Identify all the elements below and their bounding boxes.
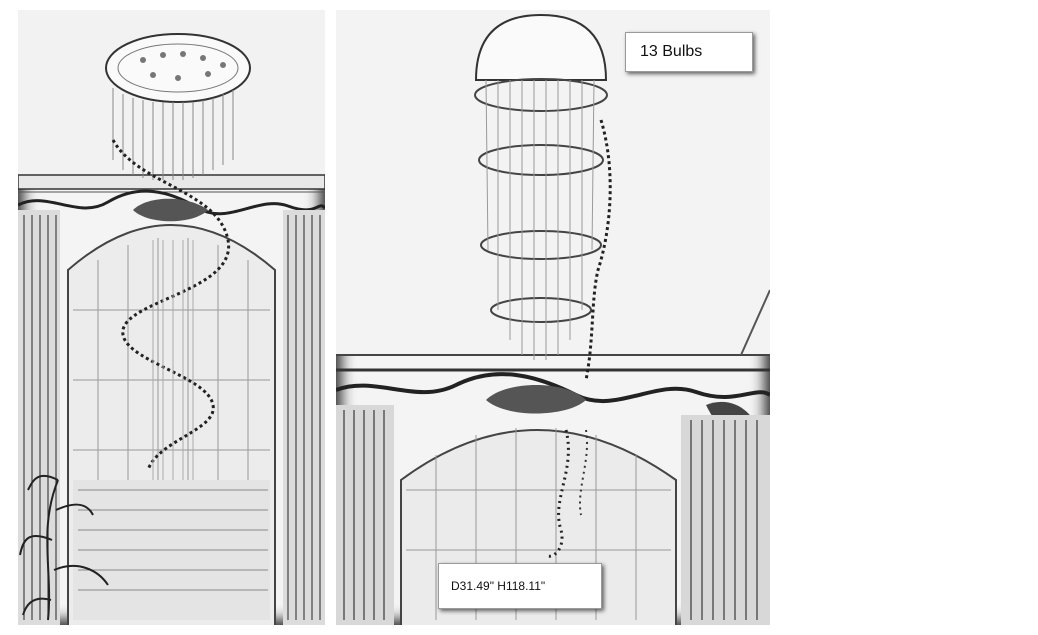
chandelier-sketch-left (18, 10, 325, 625)
chandelier-photo-right: 13 Bulbs D31.49" H118.11" (336, 10, 770, 625)
dimensions-label: D31.49" H118.11" (438, 563, 602, 609)
bulb-count-label: 13 Bulbs (625, 32, 753, 72)
chandelier-sketch-right (336, 10, 770, 625)
chandelier-photo-left (18, 10, 325, 625)
